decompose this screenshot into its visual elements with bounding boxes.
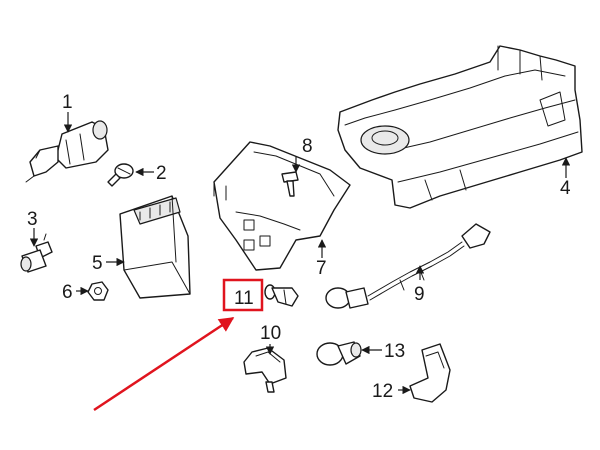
part-13-sensor	[316, 341, 362, 366]
part-8-screw	[281, 171, 299, 197]
part-11-sensor	[264, 284, 299, 307]
part-4-housing	[337, 45, 583, 209]
callout-1: 1	[62, 92, 73, 113]
callout-6: 6	[62, 282, 73, 303]
highlight-box	[222, 278, 264, 312]
part-5-module	[119, 195, 191, 299]
callout-8: 8	[302, 136, 313, 157]
callout-9: 9	[414, 284, 425, 305]
callout-11: 11	[234, 288, 254, 309]
part-10-sensor	[243, 347, 287, 393]
highlight-annotation	[93, 278, 264, 412]
part-7-bracket	[213, 141, 351, 271]
part-2-bolt	[107, 163, 134, 187]
callout-labels: 1 2 3 4 5 6 7 8 9 10 11 12 13	[27, 92, 571, 402]
part-1-coil	[25, 120, 109, 183]
part-12-sensor	[409, 343, 451, 403]
callout-5: 5	[92, 253, 103, 274]
callout-7: 7	[316, 258, 327, 279]
callout-13: 13	[384, 341, 405, 362]
callout-3: 3	[27, 209, 38, 230]
part-6-nut	[87, 281, 109, 301]
callout-2: 2	[156, 163, 167, 184]
callout-10: 10	[260, 323, 281, 344]
highlight-arrow	[93, 316, 235, 412]
leader-lines	[29, 112, 571, 395]
part-9-cable-sensor	[325, 223, 491, 309]
callout-12: 12	[372, 381, 393, 402]
part-3-sensor	[20, 233, 53, 273]
callout-4: 4	[560, 178, 571, 199]
